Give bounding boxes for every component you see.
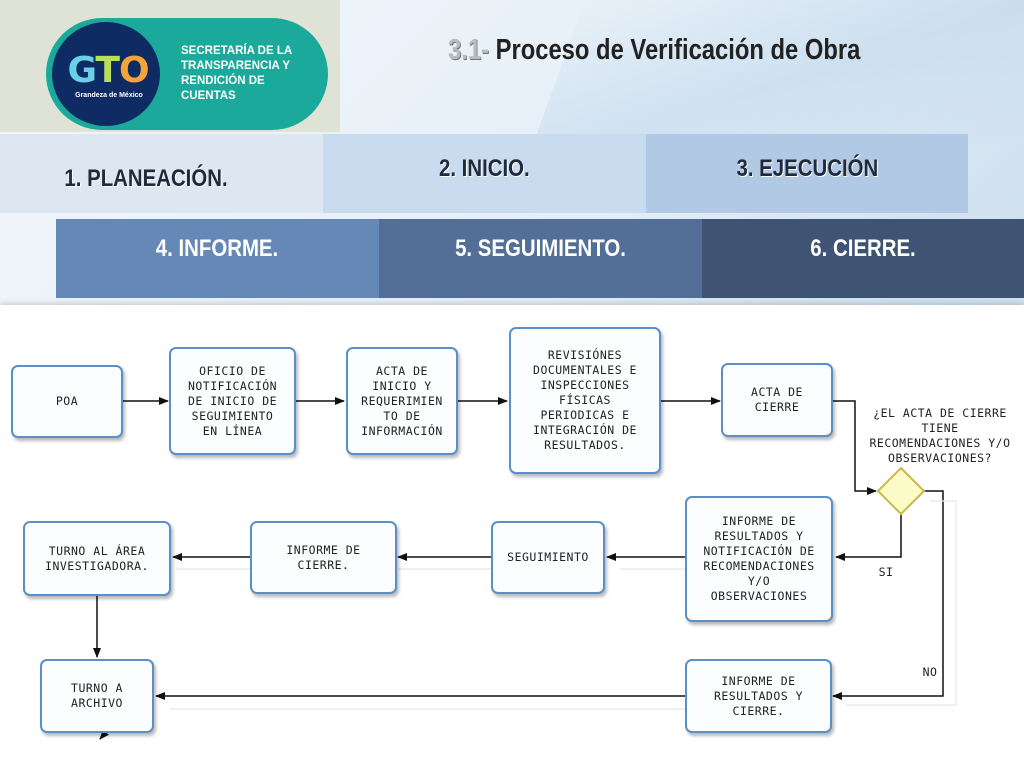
phase-cierre: 6. CIERRE. xyxy=(702,219,1024,298)
org-name: SECRETARÍA DE LA TRANSPARENCIA Y RENDICI… xyxy=(181,44,321,104)
node-turno-area-investigadora: TURNO AL ÁREA INVESTIGADORA. xyxy=(23,521,171,596)
logo-tagline: Grandeza de México xyxy=(75,92,143,99)
phase-inicio: 2. INICIO. xyxy=(323,134,646,213)
phase-informe: 4. INFORME. xyxy=(56,219,379,298)
org-name-line: SECRETARÍA DE LA xyxy=(181,45,293,57)
page-title: 3.1- Proceso de Verificación de Obra xyxy=(448,34,860,67)
node-seguimiento: SEGUIMIENTO xyxy=(491,521,605,594)
node-oficio-notificacion: OFICIO DE NOTIFICACIÓN DE INICIO DE SEGU… xyxy=(169,347,296,455)
flowchart-canvas: POA OFICIO DE NOTIFICACIÓN DE INICIO DE … xyxy=(0,305,1024,768)
node-acta-cierre: ACTA DE CIERRE xyxy=(721,363,833,437)
title-text: Proceso de Verificación de Obra xyxy=(488,34,861,66)
title-number: 3.1- xyxy=(448,34,489,66)
connector-shadow xyxy=(846,500,957,706)
branch-label-si: SI xyxy=(878,565,894,579)
phase-planeacion: 1. PLANEACIÓN. xyxy=(0,134,323,213)
node-revisiones: REVISIÓNES DOCUMENTALES E INSPECCIONES F… xyxy=(509,327,661,474)
decision-question: ¿EL ACTA DE CIERRE TIENE RECOMENDACIONES… xyxy=(869,406,1011,465)
node-informe-resultados-cierre: INFORME DE RESULTADOS Y CIERRE. xyxy=(685,659,832,733)
org-name-line: CUENTAS xyxy=(181,90,236,102)
connector-decision-si xyxy=(835,513,902,561)
phase-ejecucion: 3. EJECUCIÓN xyxy=(646,134,968,213)
background-decoration xyxy=(534,0,1024,140)
node-turno-archivo: TURNO A ARCHIVO xyxy=(40,659,154,733)
phase-seguimiento: 5. SEGUIMIENTO. xyxy=(379,219,702,298)
node-informe-notificacion: INFORME DE RESULTADOS Y NOTIFICACIÓN DE … xyxy=(685,496,833,622)
connector-decision-no xyxy=(832,490,944,700)
gto-logo-icon xyxy=(52,22,160,126)
flowchart-connectors xyxy=(93,397,957,740)
branch-label-no: NO xyxy=(922,665,938,679)
node-poa: POA xyxy=(11,365,123,438)
node-acta-inicio: ACTA DE INICIO Y REQUERIMIEN TO DE INFOR… xyxy=(346,347,458,455)
gto-logo-text: GTO xyxy=(67,50,149,91)
org-name-line: RENDICIÓN DE xyxy=(181,75,265,87)
connector-acta-cierre-decision xyxy=(833,400,877,495)
org-name-line: TRANSPARENCIA Y xyxy=(181,60,291,72)
node-informe-cierre: INFORME DE CIERRE. xyxy=(250,521,397,594)
decision-diamond xyxy=(876,466,926,516)
